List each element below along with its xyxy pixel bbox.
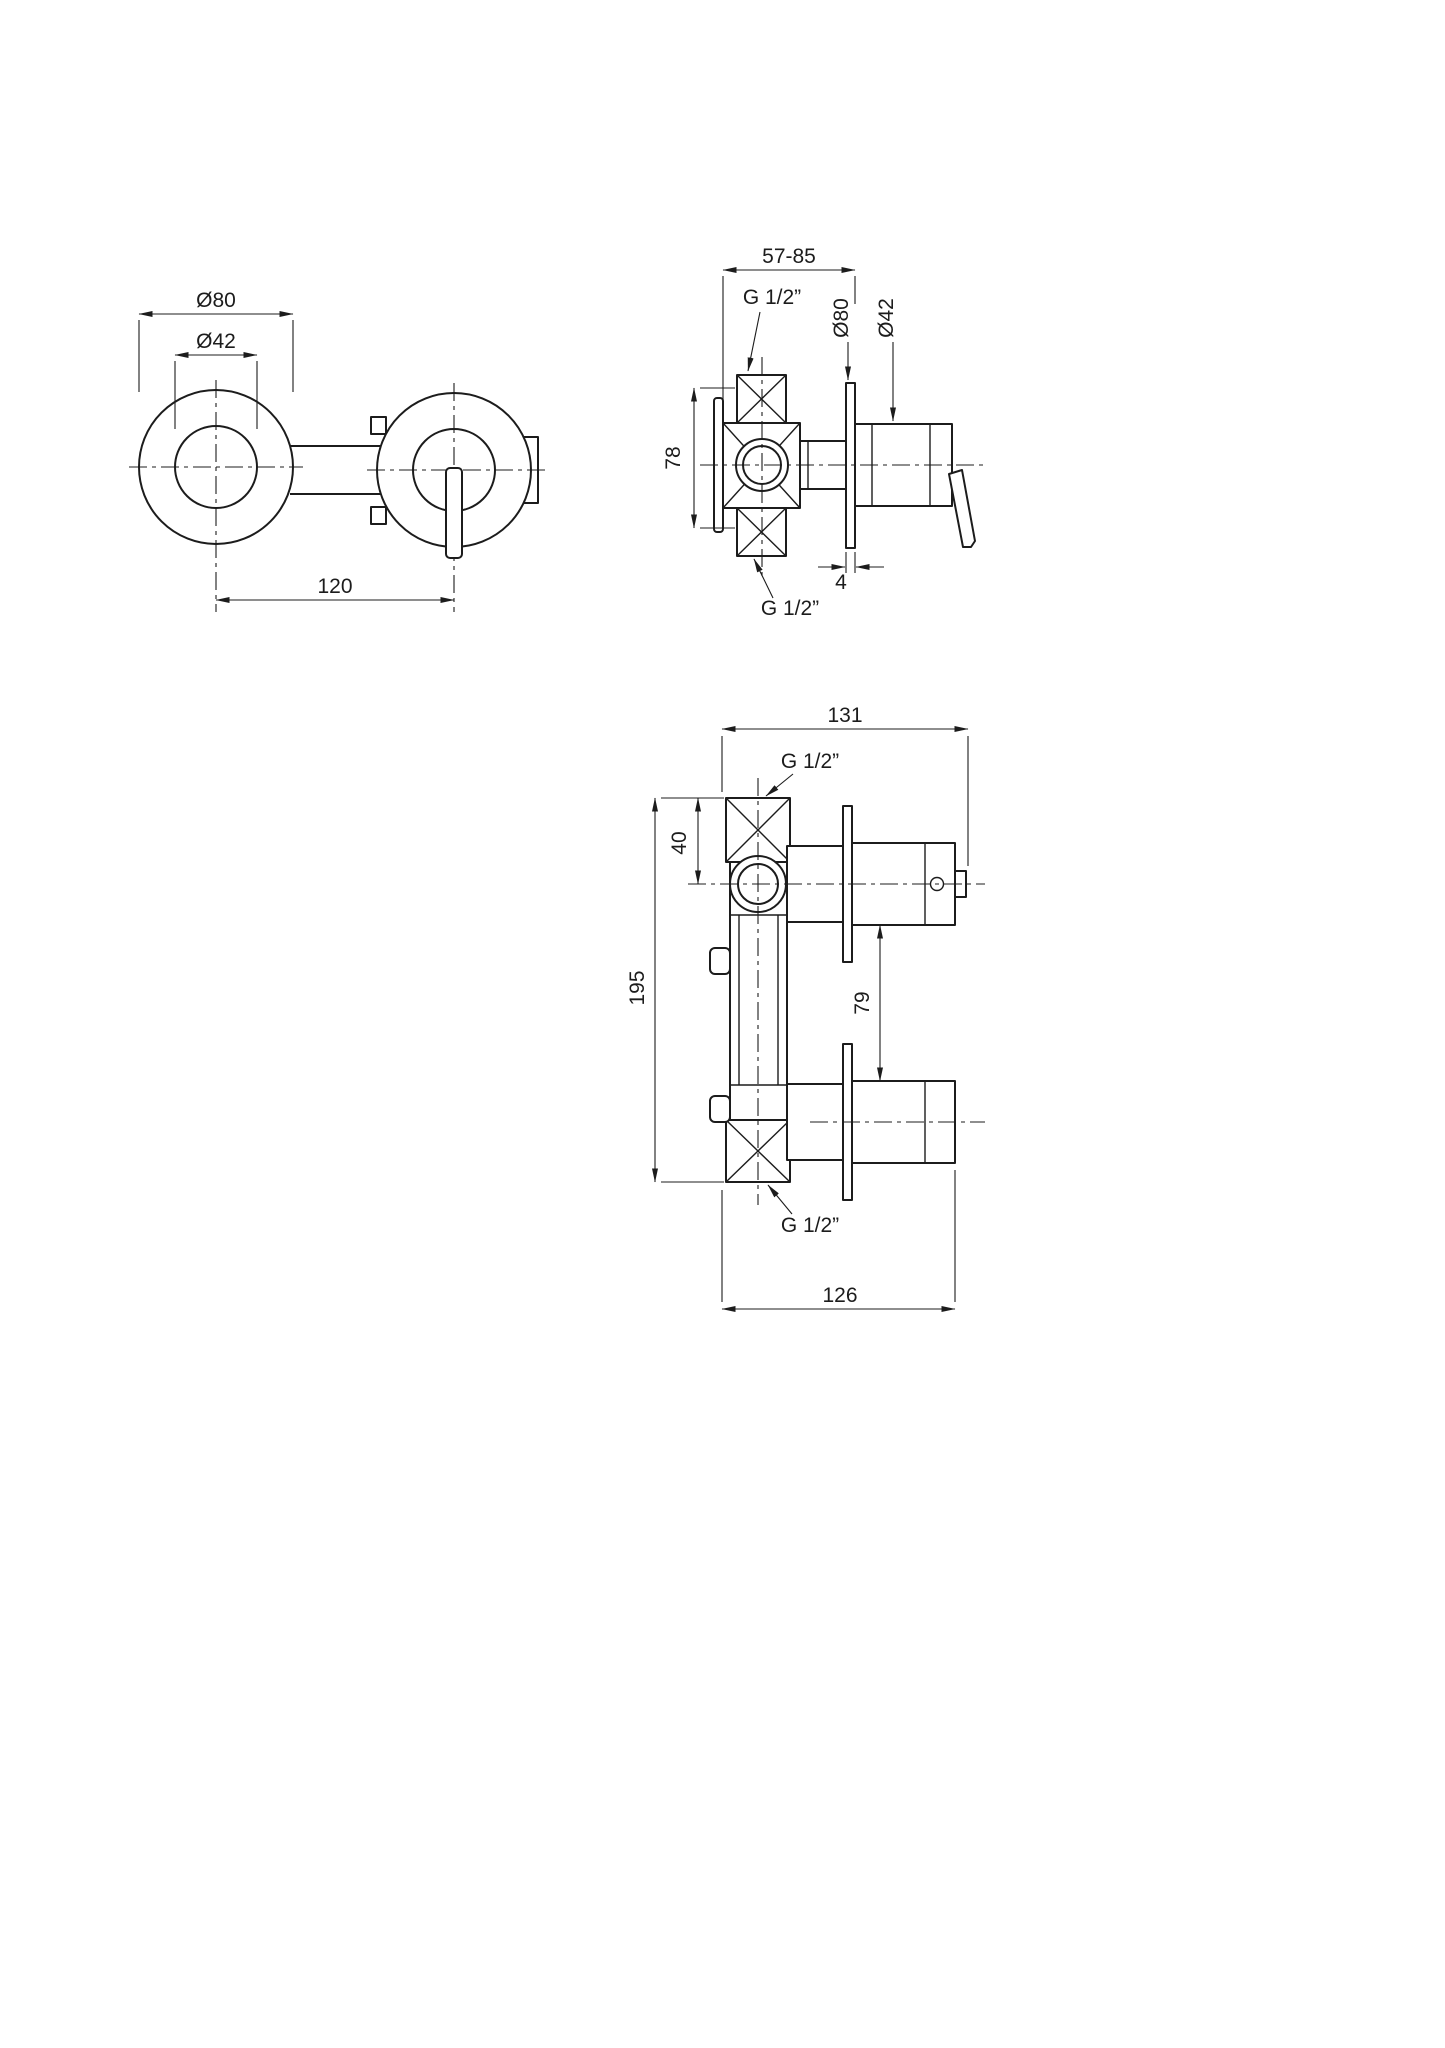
dim-section-overall-width: 131 bbox=[721, 704, 969, 866]
dim-side-body-height: 78 bbox=[662, 387, 735, 529]
label-section-top-connection: G 1/2” bbox=[781, 750, 839, 773]
label-section-bottom-connection: G 1/2” bbox=[781, 1214, 839, 1237]
bottom-handle-body bbox=[851, 1080, 956, 1164]
dim-label-plate-diameter: Ø80 bbox=[830, 298, 853, 338]
mounting-tab-lower bbox=[709, 1095, 731, 1123]
lever-handle-side bbox=[948, 469, 976, 548]
bracket-tab-top bbox=[370, 416, 387, 435]
handle-set-screw bbox=[929, 876, 945, 892]
dim-side-plate-diameter: Ø80 bbox=[830, 298, 853, 381]
lever-handle-front bbox=[445, 467, 463, 559]
dim-section-bottom-width: 126 bbox=[721, 1170, 956, 1312]
section-view: 131 G 1/2” 40 195 79 G 1/2” bbox=[626, 704, 985, 1312]
dim-side-plate-thickness: 4 bbox=[818, 552, 884, 594]
side-view: 57-85 G 1/2” Ø80 Ø42 78 4 bbox=[662, 245, 988, 620]
dim-label-overall-height: 195 bbox=[626, 970, 649, 1005]
mounting-tab-upper bbox=[709, 947, 731, 975]
dim-label-plate-thickness: 4 bbox=[835, 571, 847, 594]
leader-section-bottom-connection: G 1/2” bbox=[767, 1184, 839, 1237]
leader-side-bottom-connection: G 1/2” bbox=[753, 558, 819, 620]
dim-front-inner-diameter: Ø42 bbox=[174, 330, 258, 429]
dim-side-handle-diameter: Ø42 bbox=[875, 298, 898, 422]
cross-brace-line bbox=[725, 1119, 791, 1183]
dim-label-bottom-width: 126 bbox=[822, 1284, 857, 1307]
cross-brace-line bbox=[725, 797, 791, 863]
leader-side-top-connection: G 1/2” bbox=[743, 286, 801, 372]
dim-label-front-outer: Ø80 bbox=[196, 289, 236, 312]
front-view: Ø80 Ø42 120 bbox=[129, 289, 547, 612]
dim-label-outlet-spacing: 79 bbox=[851, 991, 874, 1014]
dim-label-inlet-offset: 40 bbox=[668, 831, 691, 854]
leader-line bbox=[753, 558, 774, 599]
dim-label-depth-range: 57-85 bbox=[762, 245, 816, 268]
dim-label-front-inner: Ø42 bbox=[196, 330, 236, 353]
label-side-top-connection: G 1/2” bbox=[743, 286, 801, 309]
dim-section-inlet-offset: 40 bbox=[661, 797, 724, 885]
dim-section-outlet-spacing: 79 bbox=[851, 924, 893, 1082]
leader-line bbox=[765, 773, 794, 797]
dim-label-overall-width: 131 bbox=[827, 704, 862, 727]
dim-label-handle-diameter: Ø42 bbox=[875, 298, 898, 338]
dim-side-depth-range: 57-85 bbox=[722, 245, 856, 417]
bracket-tab-bottom bbox=[370, 506, 387, 525]
leader-line bbox=[767, 1184, 793, 1215]
dim-label-center-distance: 120 bbox=[317, 575, 352, 598]
dim-label-body-height: 78 bbox=[662, 446, 685, 469]
dim-section-overall-height: 195 bbox=[626, 797, 724, 1183]
leader-line bbox=[747, 311, 761, 372]
leader-section-top-connection: G 1/2” bbox=[765, 750, 839, 797]
dim-front-outer-diameter: Ø80 bbox=[138, 289, 294, 392]
dim-front-center-distance: 120 bbox=[215, 575, 455, 603]
label-side-bottom-connection: G 1/2” bbox=[761, 597, 819, 620]
